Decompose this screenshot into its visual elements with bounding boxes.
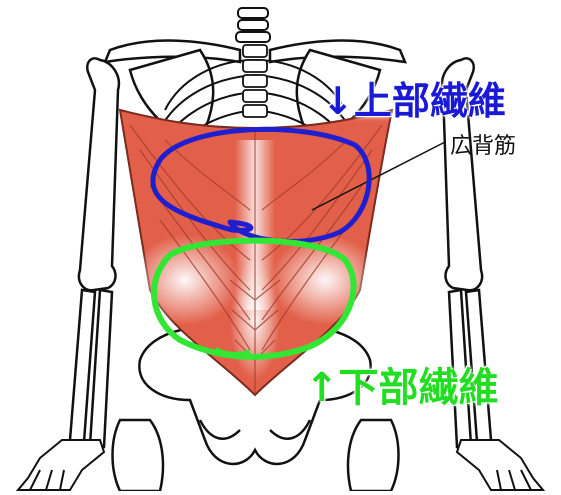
cervical-spine [235, 7, 271, 43]
muscle-pointer-line [311, 141, 446, 211]
muscle-name-label: 広背筋 [450, 134, 517, 159]
spine [242, 44, 268, 118]
lower-fibers-tail [213, 347, 252, 358]
hand-bones [15, 439, 546, 491]
upper-fibers-label: ↓上部繊維 [322, 79, 506, 123]
lower-fibers-outline [151, 237, 357, 360]
upper-fibers-outline [150, 126, 372, 244]
lower-fibers-label: ↑下部繊維 [305, 365, 499, 411]
